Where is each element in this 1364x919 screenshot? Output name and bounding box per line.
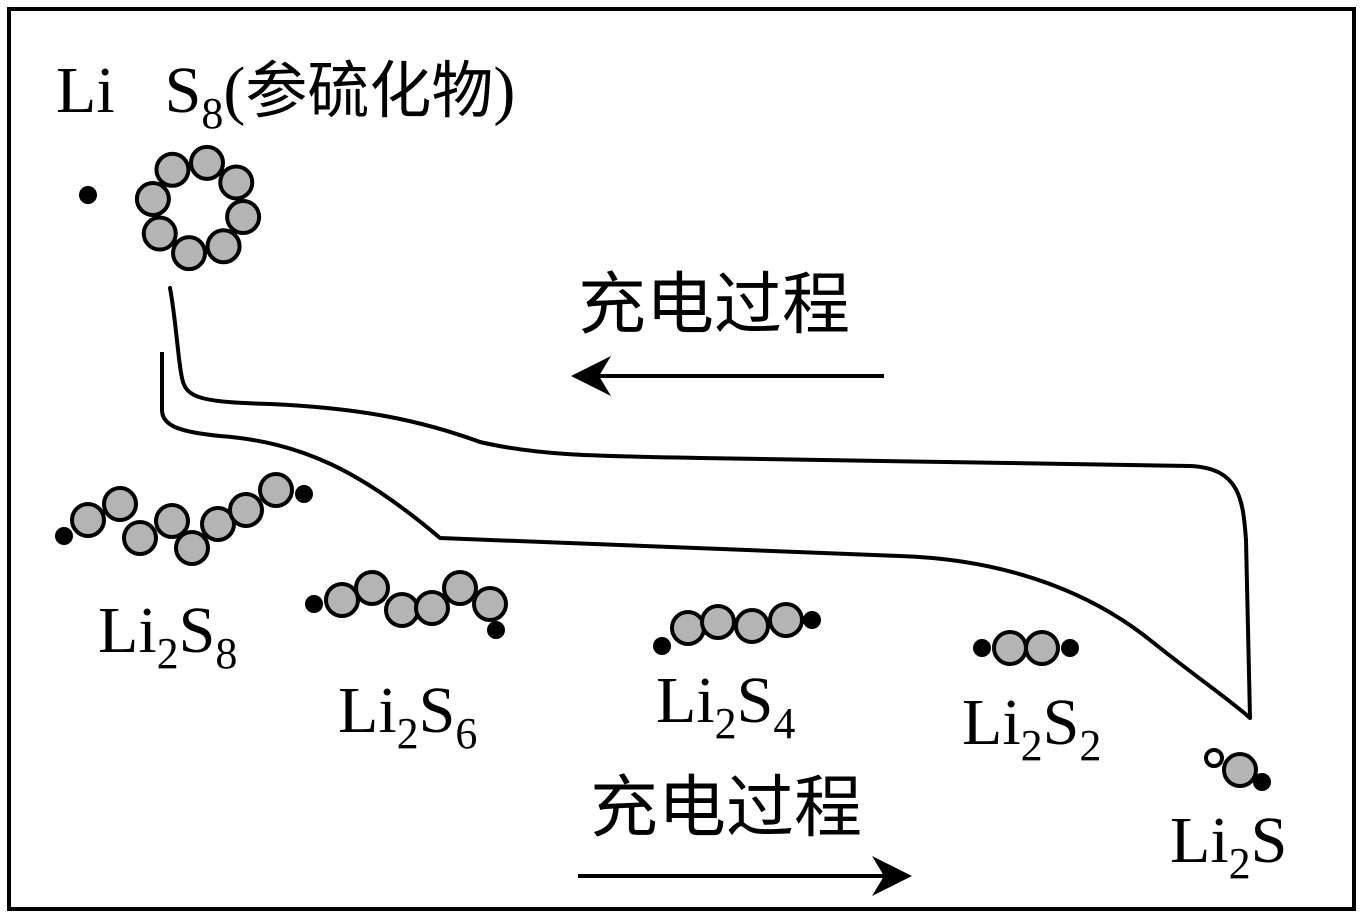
li2s2-li-atom bbox=[973, 639, 991, 657]
li2s8-s-atom bbox=[174, 530, 210, 566]
li2s4-s-atom bbox=[768, 602, 804, 638]
top-arrow-label: 充电过程 bbox=[578, 266, 851, 345]
li2s6-s-atom bbox=[324, 582, 360, 618]
s8-ring-atom bbox=[218, 164, 255, 201]
species-label-li2s2: Li2S2 bbox=[962, 686, 1102, 770]
species-label-li2s8: Li2S8 bbox=[98, 594, 238, 678]
li2s-li-atom bbox=[1253, 773, 1271, 791]
li2s8-s-atom bbox=[228, 492, 264, 528]
li2s-s-atom bbox=[1222, 752, 1258, 788]
li2s6-li-atom bbox=[487, 621, 505, 639]
li2s8-li-atom bbox=[55, 527, 73, 545]
li2s6-s-atom bbox=[442, 570, 478, 606]
li2s8-s-atom bbox=[200, 506, 236, 542]
s8-ring-atom bbox=[225, 198, 262, 235]
li2s4-s-atom bbox=[734, 608, 770, 644]
li2s2-s-atom bbox=[992, 630, 1028, 666]
s8-ring-atom bbox=[205, 228, 242, 265]
li2s4-li-atom bbox=[803, 611, 821, 629]
li2s2-li-atom bbox=[1061, 639, 1079, 657]
title-s-sub: 8 bbox=[201, 89, 224, 138]
li2s2-s-atom bbox=[1024, 630, 1060, 666]
title-zh: 参硫化物 bbox=[245, 54, 494, 127]
s8-ring-atom bbox=[171, 235, 208, 272]
li2s4-s-atom bbox=[670, 610, 706, 646]
li2s6-s-atom bbox=[354, 570, 390, 606]
li2s8-s-atom bbox=[258, 472, 294, 508]
bottom-arrow-label: 充电过程 bbox=[590, 769, 863, 848]
title-paren-open: ( bbox=[223, 54, 246, 127]
li2s4-li-atom bbox=[653, 637, 671, 655]
li2s6-li-atom bbox=[305, 595, 323, 613]
title-li: Li bbox=[56, 54, 115, 127]
li2s8-s-atom bbox=[70, 502, 106, 538]
molecules-group bbox=[55, 144, 1271, 791]
li2s8-s-atom bbox=[154, 503, 190, 539]
species-label-li2s: Li2S bbox=[1170, 804, 1288, 888]
s8-ring-atom bbox=[141, 215, 178, 252]
li2s8-li-atom bbox=[295, 485, 313, 503]
li-dot bbox=[79, 186, 97, 204]
s8-ring-atom bbox=[188, 144, 225, 181]
s8-ring-atom bbox=[134, 181, 171, 218]
li2s8-s-atom bbox=[122, 520, 158, 556]
li2s-li-atom bbox=[1204, 748, 1224, 768]
li2s4-s-atom bbox=[700, 604, 736, 640]
li2s6-s-atom bbox=[384, 592, 420, 628]
title-s: S bbox=[164, 54, 202, 127]
li2s8-s-atom bbox=[102, 486, 138, 522]
species-label-li2s4: Li2S4 bbox=[656, 664, 796, 748]
li2s6-s-atom bbox=[472, 586, 508, 622]
frame-border bbox=[7, 7, 1356, 911]
discharge-curve bbox=[160, 352, 1252, 720]
li2s6-s-atom bbox=[414, 590, 450, 626]
title-paren-close: ) bbox=[493, 54, 516, 127]
species-label-li2s6: Li2S6 bbox=[338, 674, 478, 758]
charge-curve bbox=[168, 286, 1252, 720]
s8-ring-atom bbox=[154, 151, 191, 188]
